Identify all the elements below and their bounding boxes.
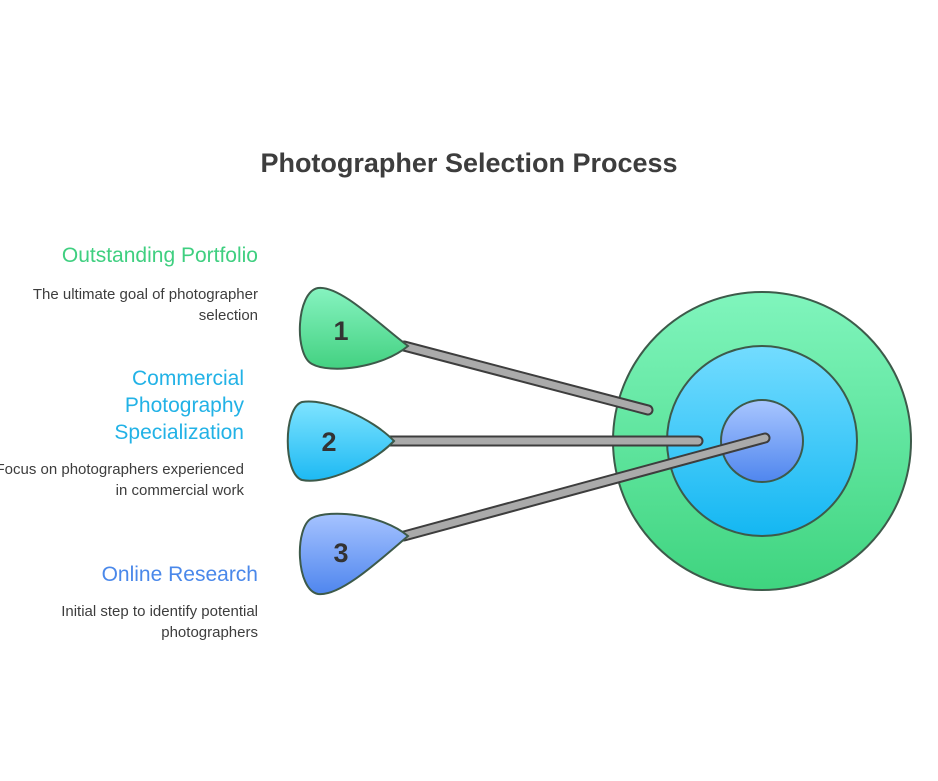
step-3-heading: Online Research: [101, 563, 258, 586]
step-1-heading: Outstanding Portfolio: [61, 244, 258, 267]
step-2-description: Focus on photographers experienced in co…: [0, 461, 244, 499]
dart-2: 2: [286, 400, 704, 482]
step-3-description: Initial step to identify potential photo…: [61, 603, 258, 641]
step-2-heading: Commercial Photography Specialization: [114, 367, 244, 444]
dart-3-flight: [298, 512, 410, 596]
dart-3: 3: [298, 432, 771, 596]
dart-1: 1: [298, 286, 654, 416]
step-3-number: 3: [333, 538, 348, 568]
dart-1-flight: [298, 286, 410, 370]
step-1-description: The ultimate goal of photographer select…: [32, 286, 258, 324]
step-2-number: 2: [321, 427, 336, 457]
dart-2-flight: [286, 400, 396, 482]
diagram-title: Photographer Selection Process: [260, 148, 678, 178]
step-1-number: 1: [333, 316, 348, 346]
